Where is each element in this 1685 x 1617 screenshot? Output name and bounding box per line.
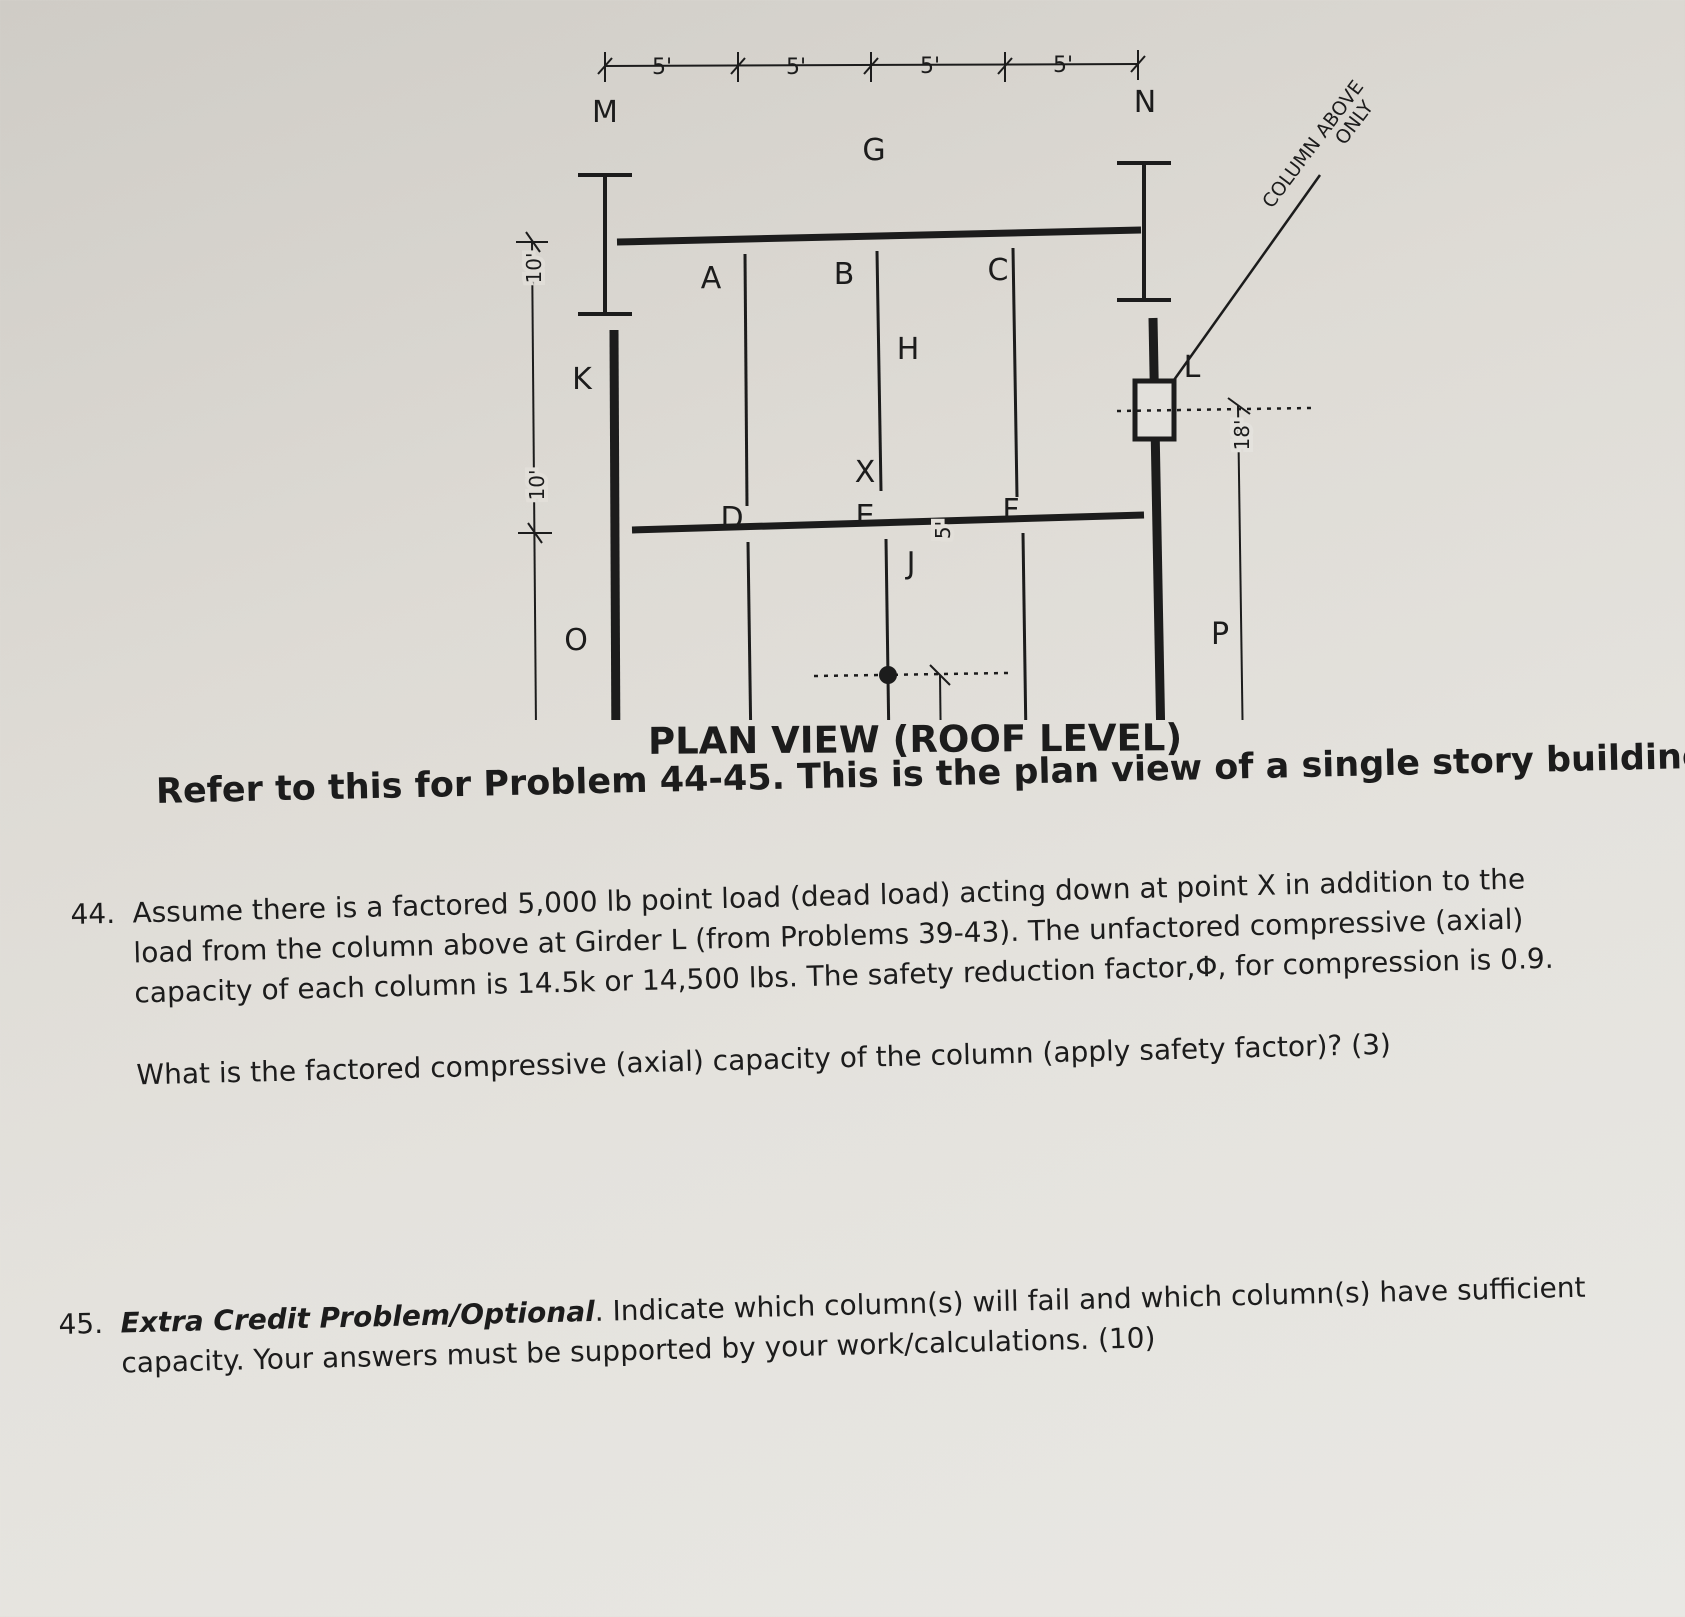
label-a: A [701, 261, 722, 296]
dim-x-5: 5' [931, 521, 955, 539]
dim-right-18: 18' [1230, 420, 1254, 451]
left-dimension-ticks [516, 231, 552, 544]
label-f: F [1002, 493, 1019, 528]
problem-44-question: What is the factored compressive (axial)… [136, 1027, 1392, 1092]
dim-left-2: 10' [525, 470, 549, 501]
problem-44-number: 44. [70, 896, 116, 931]
column-n [1117, 161, 1171, 302]
label-e: E [856, 499, 875, 534]
plan-view-diagram: 5' 5' 5' 5' M N G A B C H K L X D E F J … [516, 50, 1378, 720]
dim-top-3: 5' [920, 54, 940, 79]
label-b: B [834, 257, 855, 292]
dim-left-1: 10' [522, 253, 546, 284]
girder-l [1148, 317, 1166, 720]
label-g: G [862, 133, 885, 168]
label-j: J [905, 546, 916, 581]
x-dimension-line [939, 674, 942, 720]
column-m [578, 173, 632, 316]
label-c: C [988, 253, 1009, 288]
dotted-line-x [813, 671, 1009, 678]
label-p: P [1211, 617, 1229, 652]
joists [743, 247, 1028, 720]
right-dimension-line [1237, 405, 1244, 720]
girder-h [631, 511, 1145, 534]
dotted-line-column-above [1116, 406, 1312, 413]
girder-k [609, 329, 621, 720]
label-l: L [1184, 350, 1201, 385]
label-n: N [1134, 85, 1156, 120]
point-x-marker [879, 666, 897, 684]
label-m: M [592, 95, 618, 130]
label-o: O [564, 623, 588, 658]
label-k: K [572, 362, 593, 397]
top-dimension-ticks [597, 50, 1146, 82]
problem-45-number: 45. [58, 1306, 104, 1341]
label-d: D [720, 501, 743, 536]
column-above-leader [1172, 174, 1322, 381]
label-h: H [897, 332, 920, 367]
dim-top-2: 5' [786, 55, 806, 80]
problem-45: 45.Extra Credit Problem/Optional. Indica… [58, 1268, 1587, 1385]
column-above-callout: COLUMN ABOVE ONLY [1258, 76, 1378, 212]
dim-top-1: 5' [652, 55, 672, 80]
left-dimension-line [531, 241, 537, 720]
dim-top-4: 5' [1053, 53, 1073, 78]
label-x: X [855, 455, 876, 490]
girder-g [616, 226, 1142, 246]
problem-44: 44.Assume there is a factored 5,000 lb p… [70, 859, 1556, 1097]
